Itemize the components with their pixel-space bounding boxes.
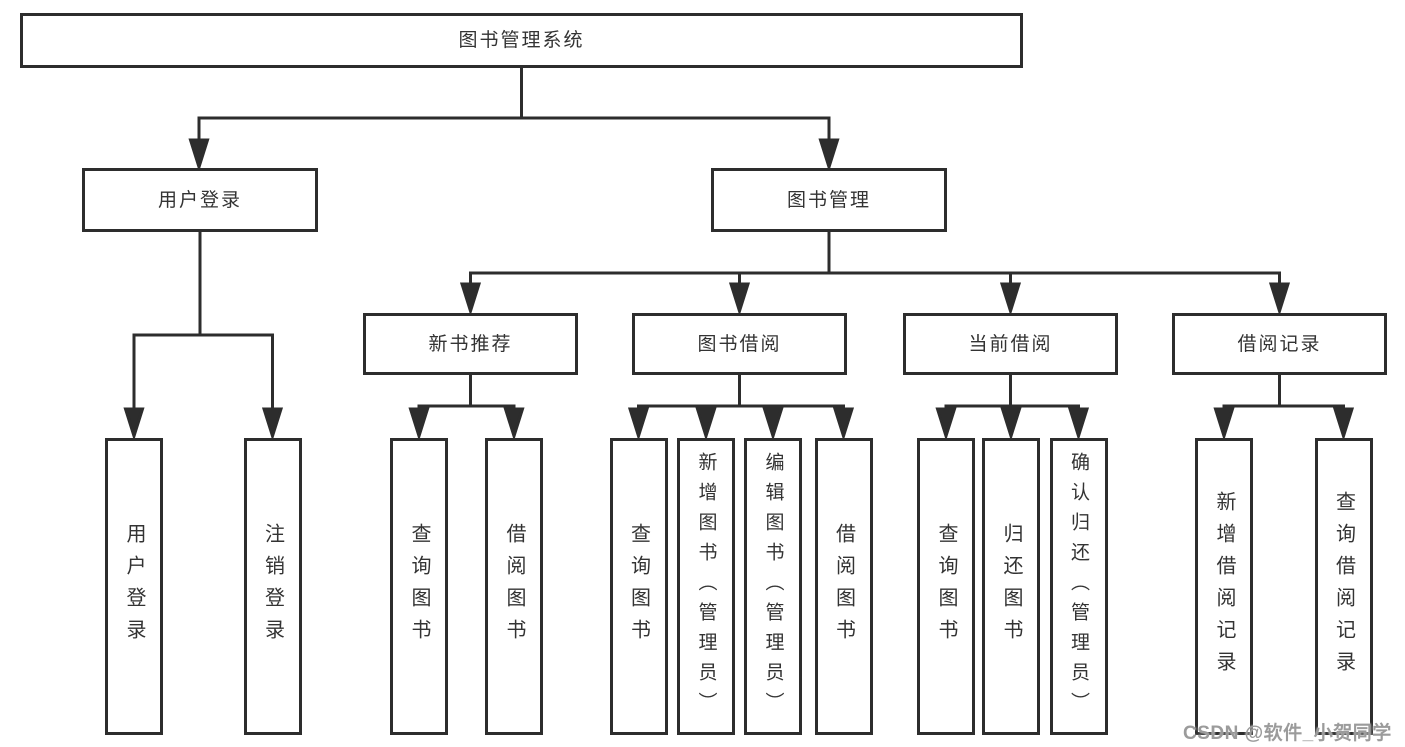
arrowhead-leaf-confirm-return [1067, 407, 1090, 441]
leaf-add-borrow-record-label: 新增借阅记录 [1213, 490, 1235, 683]
leaf-query-books-3: 查询图书 [917, 438, 975, 735]
leaf-borrow-books-1: 借阅图书 [485, 438, 543, 735]
leaf-confirm-return-admin: 确认归还（管理员） [1049, 438, 1108, 735]
leaf-edit-book-admin: 编辑图书（管理员） [744, 438, 802, 735]
connector-book-management-split [469, 230, 1281, 290]
arrowhead-current-borrow [999, 282, 1022, 316]
node-book-borrow: 图书借阅 [632, 313, 847, 375]
arrowhead-leaf-query-books-3 [935, 407, 957, 441]
leaf-add-borrow-record: 新增借阅记录 [1195, 438, 1253, 735]
node-new-book-recommend-label: 新书推荐 [428, 333, 513, 355]
arrowhead-new-book-recommend [459, 282, 482, 316]
connector-new-book-recommend-split [417, 373, 516, 414]
node-current-borrow-label: 当前借阅 [968, 333, 1053, 355]
node-book-management-label: 图书管理 [786, 189, 871, 211]
arrowhead-leaf-borrow-books-1 [503, 407, 525, 441]
arrowhead-book-management [818, 138, 840, 172]
csdn-watermark: CSDN @软件_小贺同学 [1183, 723, 1392, 744]
leaf-add-book-admin: 新增图书（管理员） [677, 438, 735, 735]
node-current-borrow: 当前借阅 [903, 313, 1118, 375]
node-root: 图书管理系统 [20, 13, 1023, 68]
leaf-query-books-2: 查询图书 [609, 438, 668, 735]
leaf-borrow-books-1-label: 借阅图书 [503, 522, 525, 651]
leaf-borrow-books-2-label: 借阅图书 [832, 522, 855, 651]
connector-root-split [197, 66, 831, 146]
arrowhead-leaf-query-borrow-record [1332, 407, 1355, 441]
leaf-query-books-2-label: 查询图书 [627, 522, 650, 651]
leaf-user-login-label: 用户登录 [123, 522, 145, 651]
leaf-add-book-admin-label: 新增图书（管理员） [695, 451, 717, 722]
arrowhead-user-login [188, 138, 210, 172]
leaf-logout-label: 注销登录 [261, 522, 284, 651]
leaf-borrow-books-2: 借阅图书 [814, 438, 873, 735]
leaf-logout: 注销登录 [243, 438, 302, 735]
leaf-query-borrow-record-label: 查询借阅记录 [1332, 490, 1355, 683]
arrowhead-borrow-records [1268, 282, 1291, 316]
connector-book-borrow-split [637, 373, 845, 414]
leaf-query-books-1: 查询图书 [390, 438, 448, 735]
arrowhead-leaf-edit-book [762, 407, 784, 441]
arrowhead-leaf-borrow-books-2 [832, 407, 855, 441]
node-user-login-label: 用户登录 [157, 189, 242, 211]
arrowhead-leaf-logout [261, 407, 284, 441]
leaf-edit-book-admin-label: 编辑图书（管理员） [762, 451, 784, 722]
arrowhead-leaf-user-login [123, 407, 145, 441]
arrowhead-book-borrow [728, 282, 751, 316]
node-root-label: 图书管理系统 [458, 30, 585, 51]
leaf-return-book-label: 归还图书 [1000, 522, 1022, 651]
arrowhead-leaf-query-books-1 [408, 407, 430, 441]
node-book-borrow-label: 图书借阅 [697, 333, 782, 355]
arrowhead-leaf-add-borrow-record [1213, 407, 1235, 441]
node-borrow-records-label: 借阅记录 [1237, 333, 1322, 355]
leaf-query-borrow-record: 查询借阅记录 [1314, 438, 1373, 735]
leaf-return-book: 归还图书 [982, 438, 1040, 735]
leaf-confirm-return-admin-label: 确认归还（管理员） [1068, 451, 1089, 722]
arrowhead-leaf-return-book [1000, 407, 1022, 441]
leaf-query-books-1-label: 查询图书 [408, 522, 430, 651]
node-book-management: 图书管理 [711, 168, 947, 232]
leaf-query-books-3-label: 查询图书 [935, 522, 957, 651]
arrowhead-leaf-query-books-2 [627, 407, 650, 441]
node-new-book-recommend: 新书推荐 [363, 313, 578, 375]
node-borrow-records: 借阅记录 [1172, 313, 1387, 375]
node-user-login: 用户登录 [82, 168, 318, 232]
connector-user-login-split [132, 230, 274, 414]
arrowhead-leaf-add-book [695, 407, 717, 441]
leaf-user-login: 用户登录 [105, 438, 163, 735]
connector-borrow-records-split [1222, 373, 1345, 414]
